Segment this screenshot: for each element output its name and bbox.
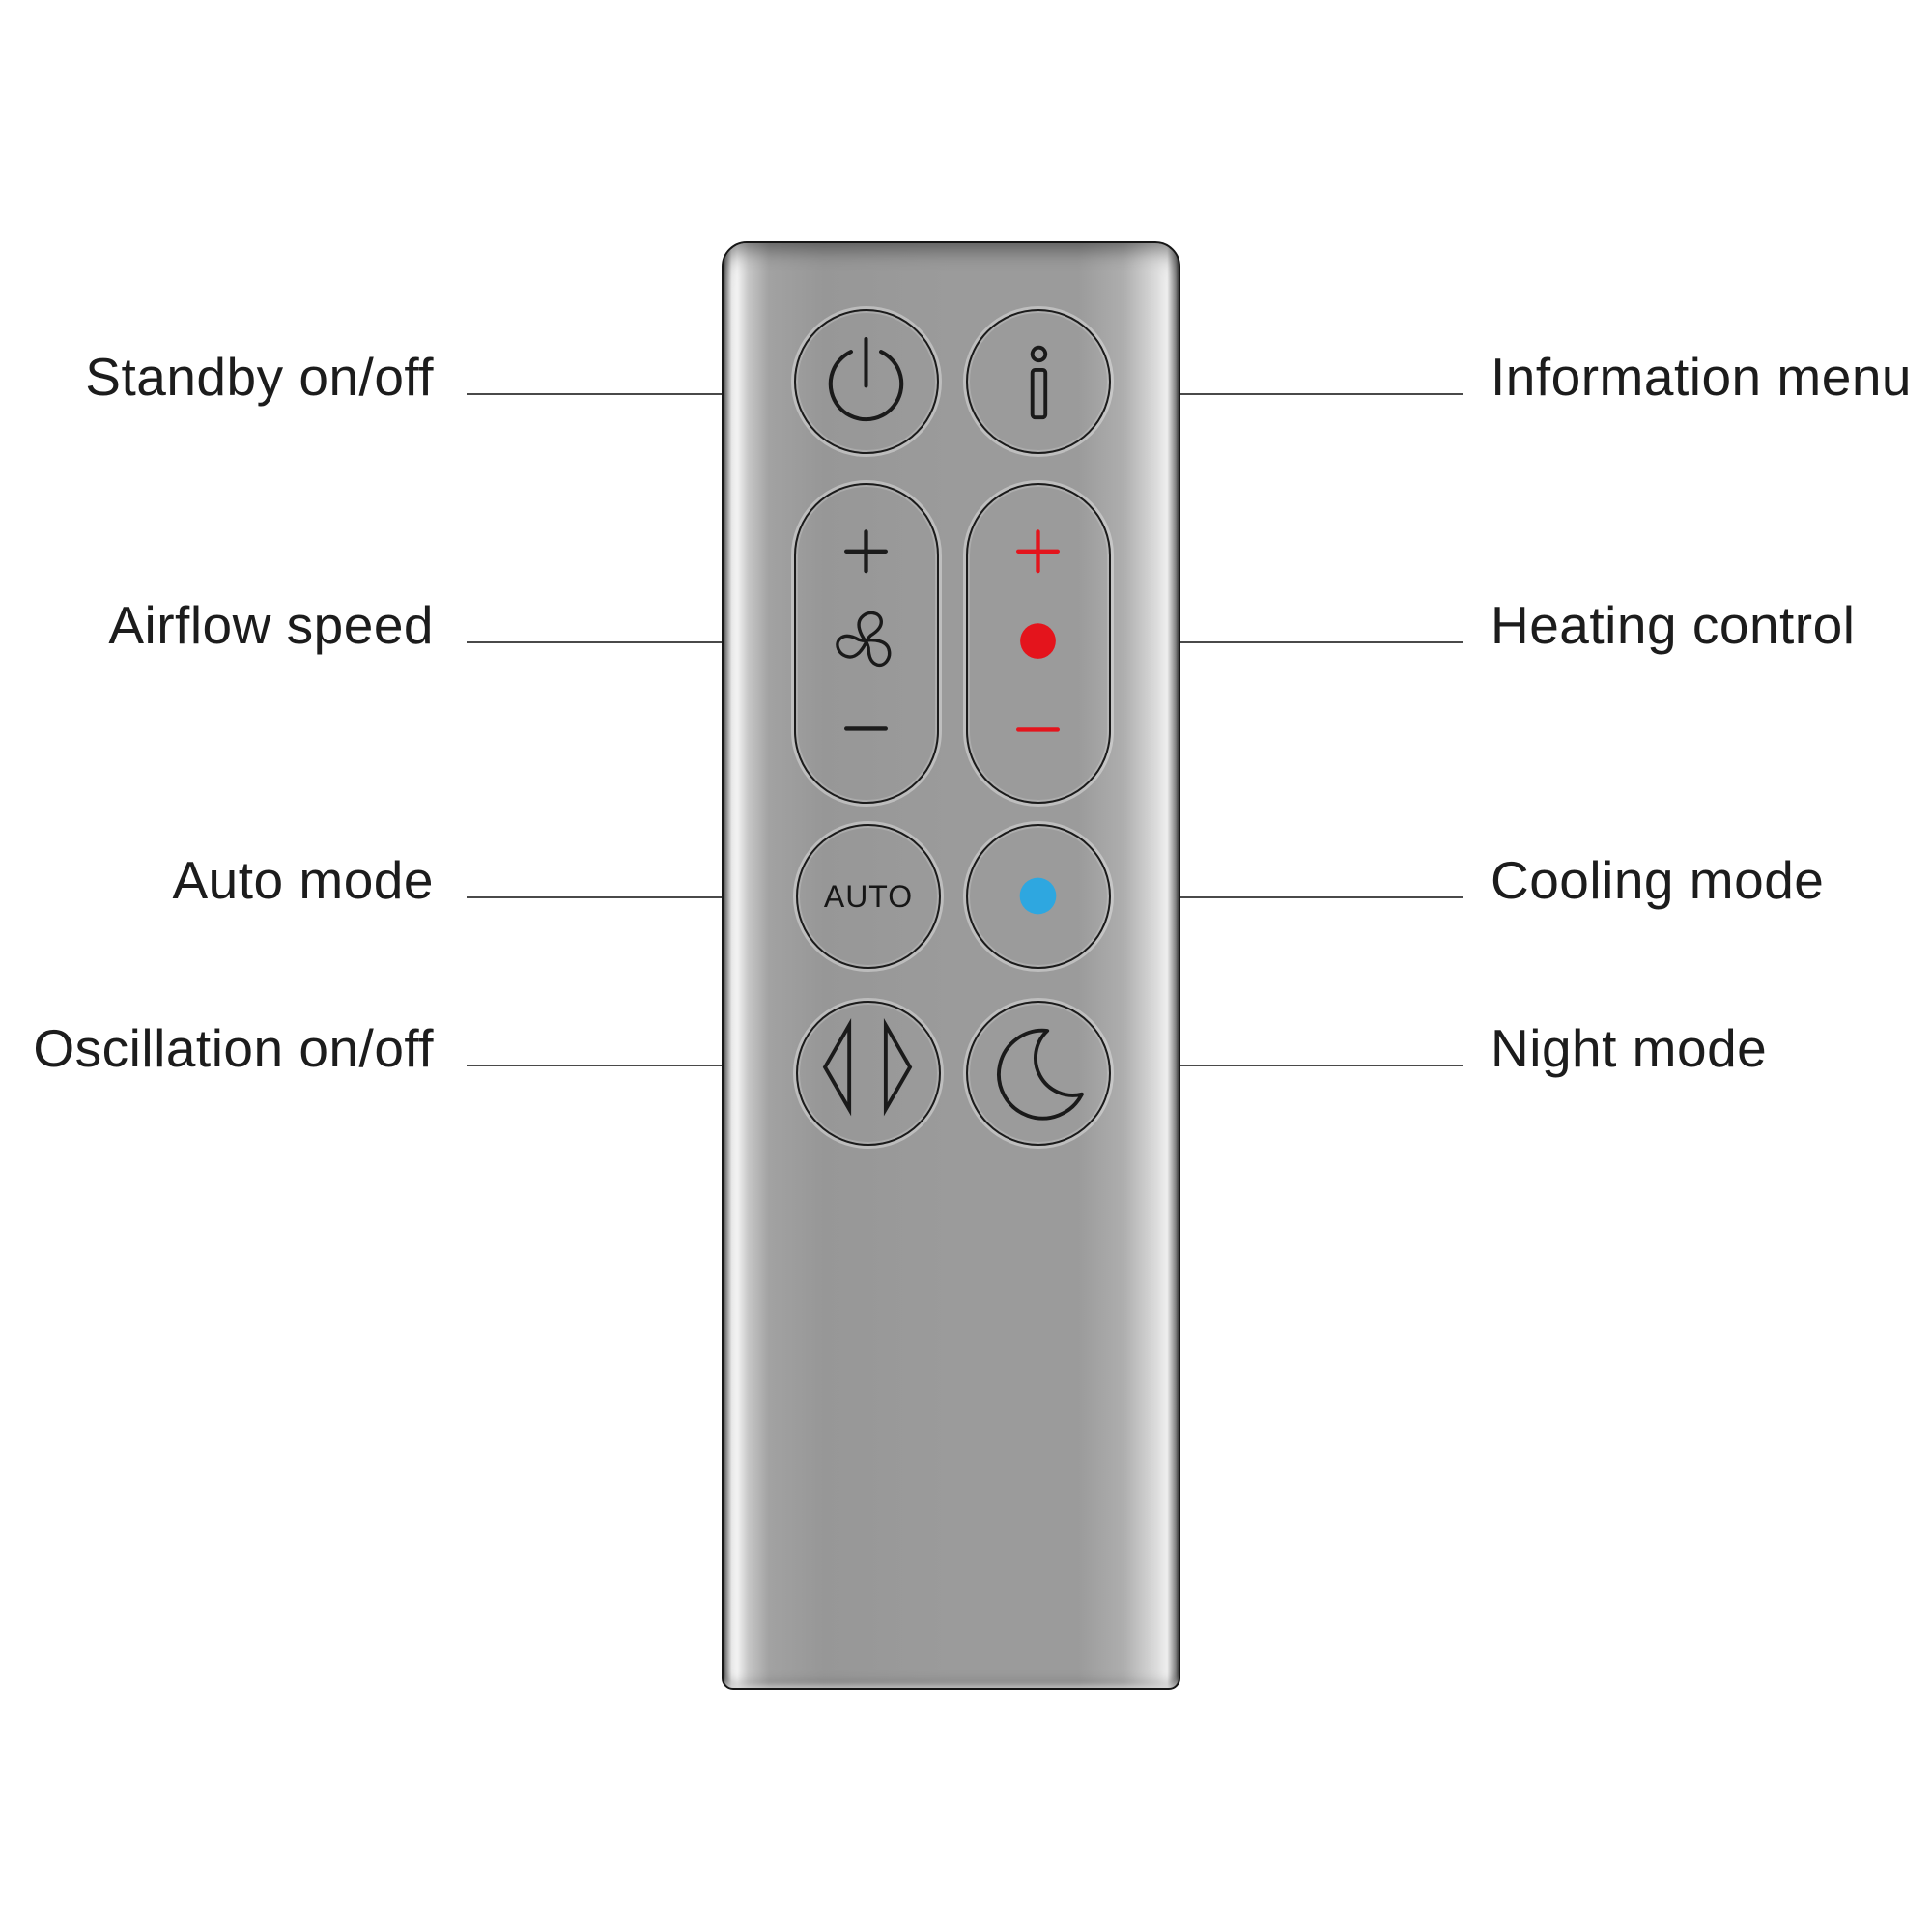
- label-information: Information menu: [1491, 347, 1912, 407]
- heating-decrease-button[interactable]: [968, 694, 1109, 798]
- red-dot-icon: [1020, 623, 1056, 659]
- cooling-mode-button[interactable]: [966, 824, 1111, 969]
- label-night-mode: Night mode: [1491, 1018, 1768, 1078]
- leader-line-oscillation: [467, 1065, 723, 1066]
- information-menu-button[interactable]: [966, 309, 1111, 454]
- leader-line-airflow: [467, 641, 723, 643]
- heating-increase-button[interactable]: [968, 485, 1109, 589]
- label-cooling-mode: Cooling mode: [1491, 850, 1825, 910]
- leader-line-cooling: [1180, 896, 1463, 898]
- blue-dot-icon: [1019, 877, 1057, 915]
- airflow-speed-control[interactable]: [794, 483, 939, 804]
- leader-line-night: [1180, 1065, 1463, 1066]
- moon-icon: [997, 1028, 1084, 1121]
- airflow-plus-icon[interactable]: [844, 529, 888, 574]
- label-auto-mode: Auto mode: [172, 850, 434, 910]
- heating-control[interactable]: [966, 483, 1111, 804]
- leader-line-auto: [467, 896, 723, 898]
- airflow-increase-button[interactable]: [796, 485, 937, 589]
- oscillation-button[interactable]: [796, 1001, 941, 1146]
- auto-button-label: AUTO: [823, 878, 914, 914]
- leader-line-information: [1180, 393, 1463, 395]
- label-standby: Standby on/off: [85, 347, 434, 407]
- airflow-decrease-button[interactable]: [796, 694, 937, 798]
- label-airflow: Airflow speed: [108, 595, 434, 655]
- info-icon: [1030, 345, 1048, 420]
- label-heating: Heating control: [1491, 595, 1856, 655]
- leader-line-standby: [467, 393, 723, 395]
- label-oscillation: Oscillation on/off: [33, 1018, 434, 1078]
- night-mode-button[interactable]: [966, 1001, 1111, 1146]
- remote-body: AUTO: [722, 242, 1180, 1690]
- power-icon: [828, 336, 904, 422]
- oscillation-arrows-icon: [822, 1017, 913, 1117]
- heating-plus-icon[interactable]: [1016, 529, 1060, 574]
- leader-line-heating: [1180, 641, 1463, 643]
- auto-mode-button[interactable]: AUTO: [796, 824, 941, 969]
- fan-icon: [836, 611, 892, 668]
- standby-button[interactable]: [794, 309, 939, 454]
